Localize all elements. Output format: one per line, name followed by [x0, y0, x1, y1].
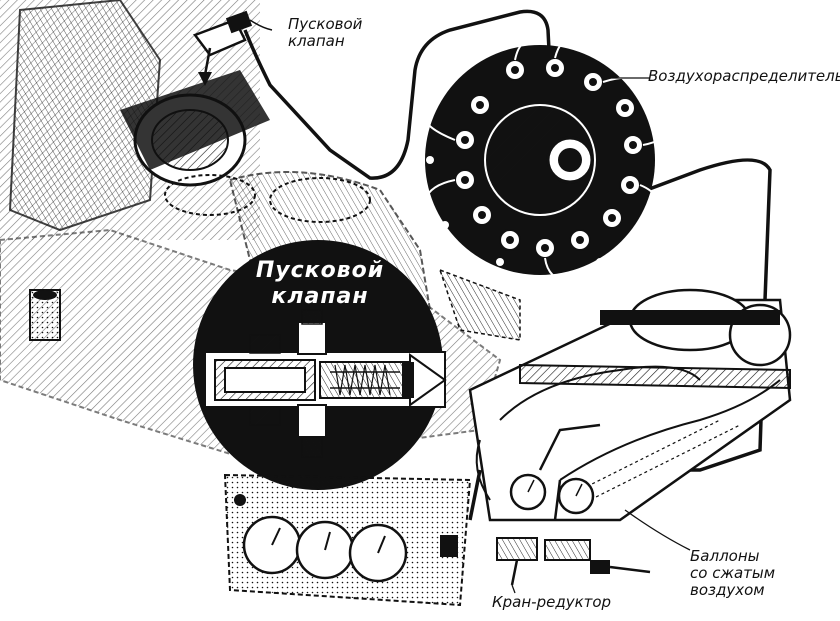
valve-section-body	[204, 309, 447, 458]
distributor-fittings	[454, 57, 644, 259]
gauge-panel	[223, 473, 472, 607]
air-distributor	[424, 34, 681, 283]
start-valve-inset	[193, 240, 447, 490]
label-cylinders: Баллоны со сжатым воздухом	[690, 547, 776, 599]
label-air-distributor: Воздухораспределитель	[648, 67, 840, 85]
air-cylinders	[468, 288, 792, 522]
leader-lines	[511, 77, 691, 594]
start-valve-on-head	[192, 10, 273, 86]
reducer-assembly	[496, 423, 651, 586]
cylinder-strap	[519, 363, 791, 390]
cylinder-strap-top	[600, 310, 780, 325]
reducer-valve-body	[496, 537, 538, 561]
label-reducer-valve: Кран-редуктор	[492, 593, 612, 611]
label-start-valve: Пусковой клапан	[288, 15, 363, 50]
inset-title: Пусковой клапан	[255, 258, 385, 309]
